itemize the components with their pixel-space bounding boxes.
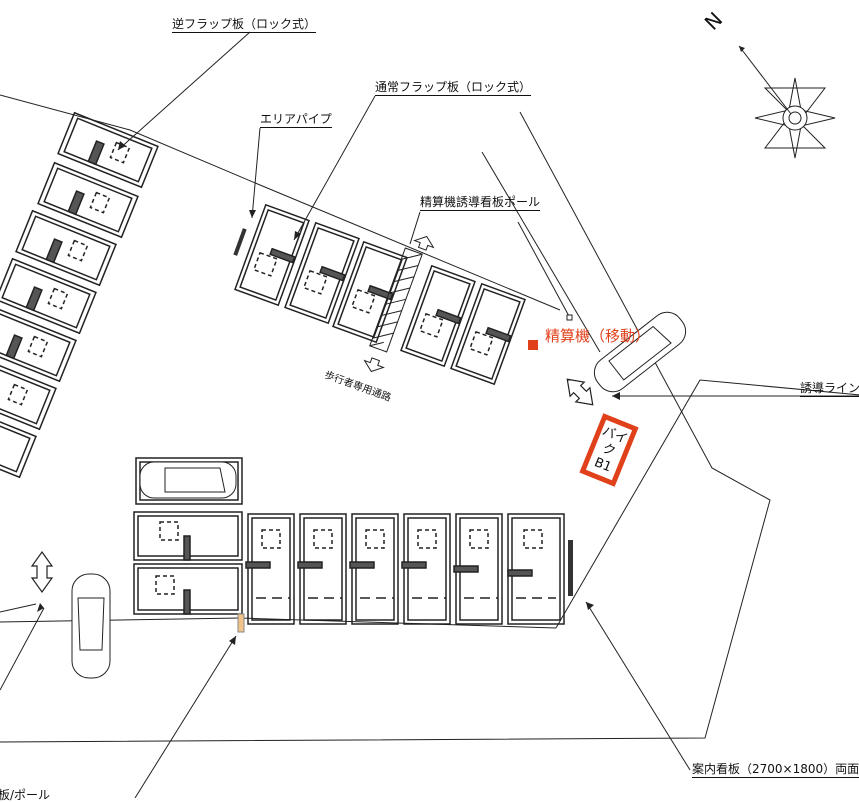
area-pipe [233,228,247,256]
walkway-hatch [369,247,423,353]
leader-lines [0,31,859,798]
pole-marker [566,314,573,321]
compass-icon [738,45,836,159]
label-reverse-flap: 逆フラップ板（ロック式） [172,17,317,33]
payment-machine-label: 精算機（移動） [545,327,651,345]
label-info-sign: 案内看板（2700×1800）両面 [692,762,859,778]
right-sign-bar [568,540,573,596]
label-bottom-cut: 看板/ポール [0,788,51,802]
arrow-walkway-top [413,235,435,251]
arrow-left-double [30,550,54,594]
arrow-heads [37,141,620,645]
payment-machine-marker [528,340,538,350]
car-left [71,573,111,679]
parked-car-top [139,461,237,499]
bottom-stall-row [133,457,565,625]
label-area-pipe: エリアパイプ [260,112,332,128]
upper-stall-block [234,203,526,386]
label-normal-flap: 通常フラップ板（ロック式） [375,80,532,96]
car-entrance [593,311,687,393]
arrow-walkway-bottom [363,357,385,373]
post-marker [237,613,245,633]
arrow-right-double [566,378,594,406]
label-guide-line: 誘導ライン [800,381,859,397]
label-guide-pole: 精算機誘導看板ポール [420,195,541,211]
left-stall-column [0,111,159,479]
